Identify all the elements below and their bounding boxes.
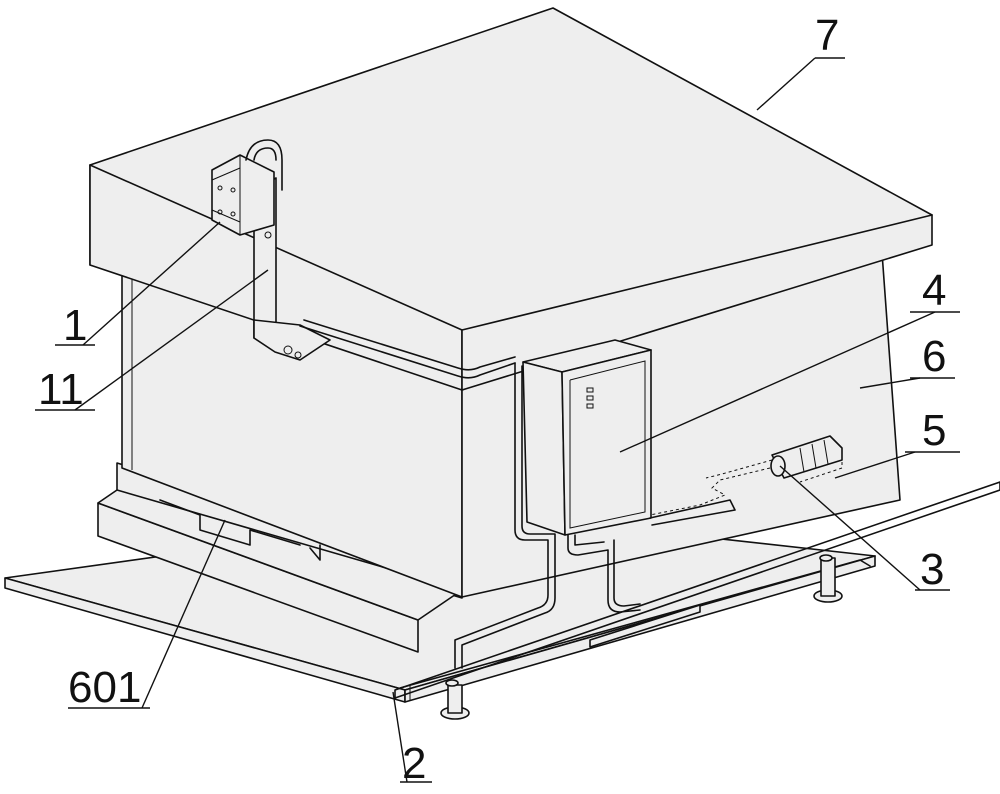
label-3: 3 — [920, 545, 944, 594]
label-11: 11 — [38, 365, 84, 414]
control-box-4 — [522, 339, 652, 536]
leader-11 — [74, 269, 269, 411]
label-6: 6 — [922, 332, 946, 381]
label-1: 1 — [63, 301, 87, 350]
leader-2 — [392, 691, 408, 783]
label-4: 4 — [922, 266, 946, 315]
leader-7 — [756, 57, 816, 111]
leader-5 — [834, 451, 916, 479]
label-2: 2 — [402, 739, 426, 788]
cable-top — [299, 319, 516, 379]
leader-lines — [35, 57, 960, 783]
leader-3 — [779, 465, 921, 591]
leader-6 — [859, 377, 921, 389]
reference-labels: 7 4 6 5 3 1 11 601 2 — [38, 11, 946, 788]
pipes — [454, 362, 641, 669]
label-601: 601 — [68, 663, 141, 712]
heater-3 — [649, 435, 843, 526]
frame-2 — [394, 481, 1000, 720]
label-7: 7 — [815, 11, 839, 60]
label-5: 5 — [922, 406, 946, 455]
leader-601 — [141, 519, 226, 709]
leader-4 — [619, 311, 936, 453]
sensor-unit-1 — [211, 139, 283, 236]
leader-1 — [82, 221, 221, 346]
